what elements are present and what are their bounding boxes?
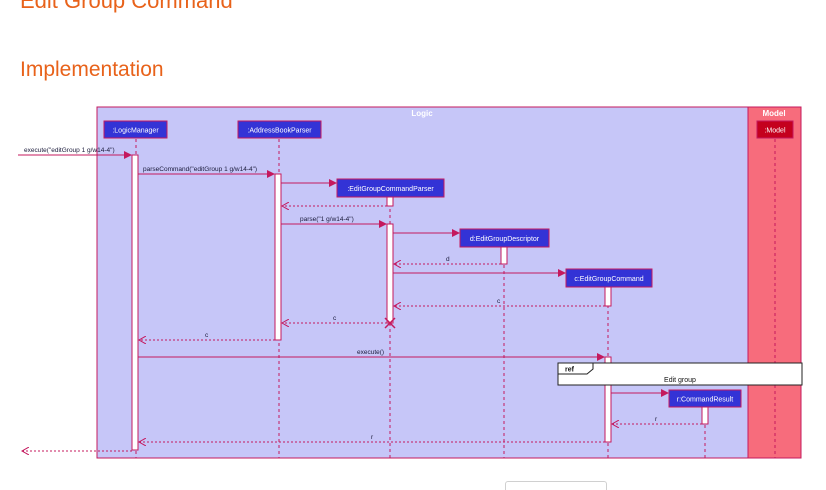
activation-address-book-parser xyxy=(274,173,282,341)
participant-logic-manager-label: :LogicManager xyxy=(112,128,159,135)
participant-logic-manager: :LogicManager xyxy=(103,120,168,139)
page-heading: Edit Group Command xyxy=(20,0,233,13)
msg-execute-input-label: execute("editGroup 1 g/w14-4") xyxy=(24,147,115,154)
activation-command-execute xyxy=(604,356,612,443)
msg-execute-label: execute() xyxy=(357,349,384,356)
participant-edit-group-command-parser: :EditGroupCommandParser xyxy=(336,178,445,198)
participant-address-book-parser-label: :AddressBookParser xyxy=(247,128,312,135)
msg-return-r-cmd-label: r xyxy=(655,416,658,423)
activation-descriptor xyxy=(500,246,508,265)
participant-edit-group-command: c:EditGroupCommand xyxy=(565,268,653,288)
activation-parser-init xyxy=(386,196,394,207)
participant-edit-group-command-label: c:EditGroupCommand xyxy=(574,276,643,283)
activation-logic-manager xyxy=(131,154,139,451)
msg-return-c-to-lm-label: c xyxy=(205,332,209,339)
bottom-partial-element xyxy=(505,481,607,490)
section-heading-implementation: Implementation xyxy=(20,58,164,81)
activation-command-init xyxy=(604,286,612,307)
activation-command-result xyxy=(701,406,709,425)
ref-fragment: ref Edit group xyxy=(557,362,803,386)
participant-address-book-parser: :AddressBookParser xyxy=(237,120,322,139)
participant-edit-group-descriptor-label: d:EditGroupDescriptor xyxy=(470,236,540,243)
participant-edit-group-command-parser-label: :EditGroupCommandParser xyxy=(347,186,434,193)
logic-frame-label: Logic xyxy=(411,109,433,118)
msg-return-r-lm-label: r xyxy=(371,434,374,441)
msg-return-c-to-abp-label: c xyxy=(333,315,337,322)
ref-label: Edit group xyxy=(664,377,696,384)
participant-command-result: r:CommandResult xyxy=(668,389,742,408)
msg-return-d-label: d xyxy=(446,256,450,263)
msg-parse-label: parse("1 g/w14-4") xyxy=(300,216,354,223)
msg-parse-command-label: parseCommand("editGroup 1 g/w14-4") xyxy=(143,166,257,173)
destroy-marker xyxy=(384,317,396,329)
participant-edit-group-descriptor: d:EditGroupDescriptor xyxy=(459,228,550,248)
participant-command-result-label: r:CommandResult xyxy=(677,397,733,404)
activation-parser-parse xyxy=(386,223,394,324)
participant-model: :Model xyxy=(756,120,794,139)
ref-tag: ref xyxy=(565,367,575,374)
participant-model-label: :Model xyxy=(764,128,785,135)
model-frame-label: Model xyxy=(762,109,785,118)
msg-return-c-to-parser-label: c xyxy=(497,298,501,305)
